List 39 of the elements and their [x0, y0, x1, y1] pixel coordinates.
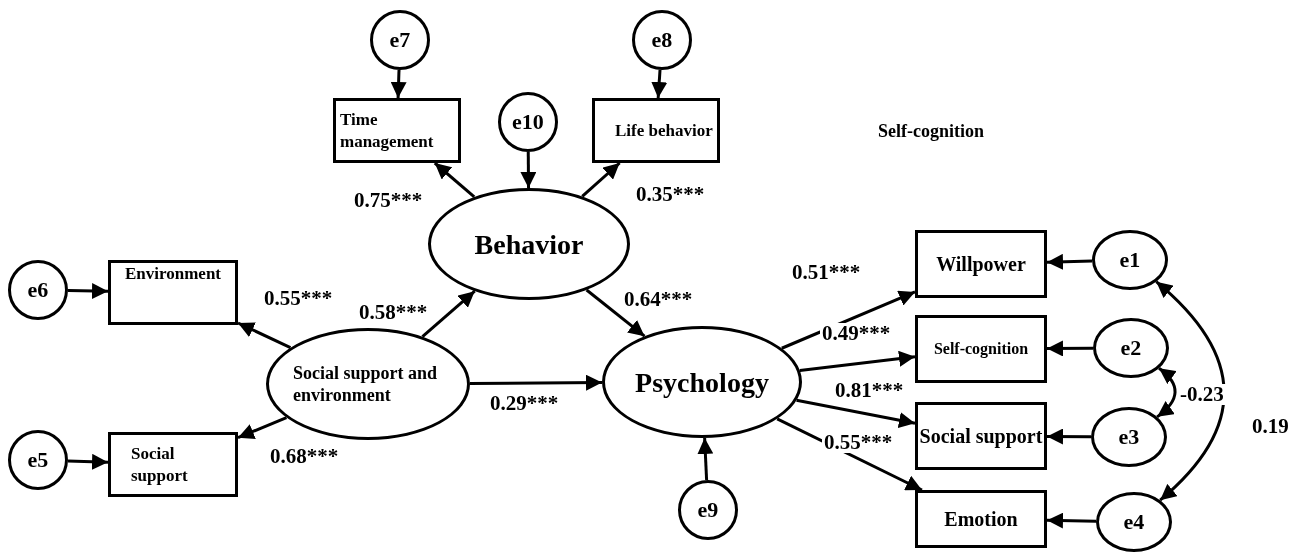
arrow — [67, 283, 109, 299]
arrow — [1047, 340, 1093, 357]
arrow — [237, 321, 292, 349]
correlation-arrow — [1155, 280, 1226, 502]
path-coefficient: 0.55*** — [822, 432, 895, 453]
arrow — [1046, 253, 1093, 270]
arrow — [433, 161, 476, 199]
arrow — [469, 374, 603, 391]
arrow — [799, 350, 916, 372]
latent-variable-ellipse: Social support and environment — [266, 328, 470, 440]
heading-label: Self-cognition — [878, 120, 984, 143]
correlation-arrow — [1156, 367, 1177, 419]
error-ellipse: e2 — [1093, 318, 1169, 378]
arrow — [390, 69, 407, 99]
arrow — [697, 437, 714, 481]
observed-variable-box: Time management — [333, 98, 461, 163]
arrow — [1046, 512, 1097, 529]
observed-variable-box: Emotion — [915, 490, 1047, 548]
arrow — [421, 290, 476, 338]
observed-variable-box: Social support — [108, 432, 238, 497]
observed-variable-box: Social support — [915, 402, 1047, 470]
arrow — [796, 398, 916, 429]
observed-variable-box: Environment — [108, 260, 238, 325]
arrow — [581, 161, 621, 198]
observed-variable-box: Self-cognition — [915, 315, 1047, 383]
arrow — [585, 288, 646, 338]
arrow — [67, 453, 109, 470]
observed-variable-box: Life behavior — [592, 98, 720, 163]
error-ellipse: e1 — [1092, 230, 1168, 290]
observed-variable-box: Willpower — [915, 230, 1047, 298]
arrow — [651, 69, 668, 99]
arrow — [237, 416, 288, 440]
error-ellipse: e4 — [1096, 492, 1172, 552]
arrow — [1047, 428, 1091, 445]
arrow — [520, 152, 537, 188]
latent-variable-ellipse: Psychology — [602, 326, 802, 438]
error-ellipse: e3 — [1091, 407, 1167, 467]
path-coefficient: -0.23 — [1178, 384, 1226, 405]
arrow — [781, 290, 916, 350]
